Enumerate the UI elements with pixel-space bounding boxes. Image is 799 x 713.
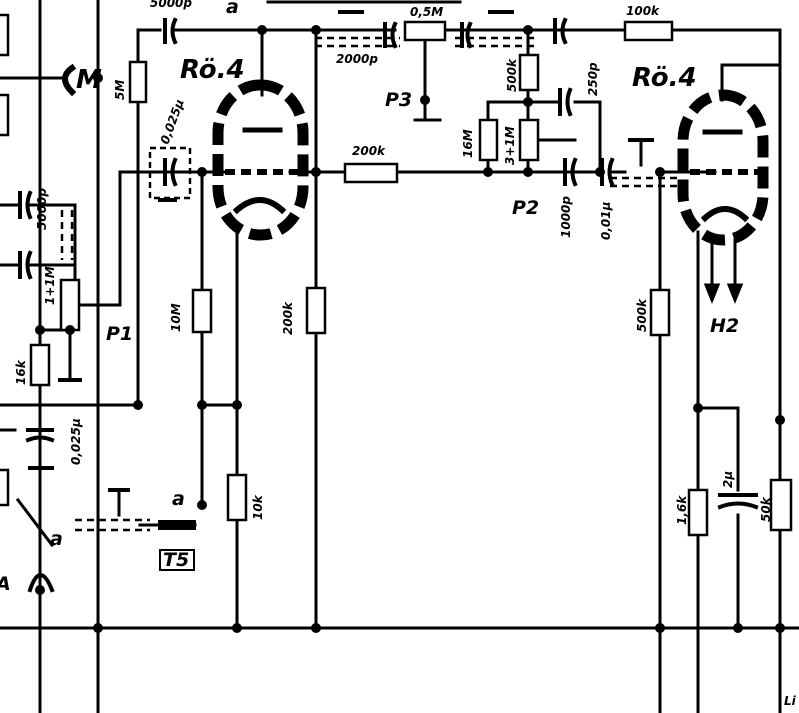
cap-250p-label: 250p xyxy=(586,62,600,96)
edge-mark-A: A xyxy=(0,573,11,595)
res-16k-label: 16k xyxy=(14,359,28,385)
pot-P2-label: P2 xyxy=(512,197,539,219)
tube-left xyxy=(212,79,309,241)
res-1-6k-label: 1,6k xyxy=(675,495,689,525)
heater-H2-label: H2 xyxy=(710,315,739,337)
pot-3-1M-label: 3+1M xyxy=(503,126,517,165)
res-500k-top-label: 500k xyxy=(505,58,519,92)
switch-T5-label: T5 xyxy=(163,549,189,571)
pot-05M xyxy=(403,20,447,42)
res-200k-h xyxy=(343,162,399,184)
pot-05M-label: 0,5M xyxy=(410,5,443,19)
res-10M-label: 10M xyxy=(169,303,183,332)
corner-mark: Li xyxy=(784,694,797,708)
res-16M xyxy=(478,118,499,162)
switch-T5-box xyxy=(159,549,195,571)
res-5M xyxy=(128,60,148,104)
res-10k-label: 10k xyxy=(251,494,265,520)
cap-2u-label: 2µ xyxy=(721,471,735,488)
cap-2000p-label: 2000p xyxy=(336,52,378,66)
res-200k-v xyxy=(305,286,327,335)
cap-0025u-low-label: 0,025µ xyxy=(69,418,83,465)
res-10k xyxy=(226,473,248,522)
cap-top-left-label: 5000p xyxy=(150,0,192,10)
res-500k-top xyxy=(518,53,540,92)
mic-M-label: M xyxy=(76,65,102,95)
res-1-6k xyxy=(687,488,709,537)
res-left-mid xyxy=(0,93,10,137)
pot-1-1M-label: 1+1M xyxy=(43,266,57,305)
tube-right-label: Rö.4 xyxy=(632,63,697,93)
tube-left-label: Rö.4 xyxy=(180,55,245,85)
res-100k-label: 100k xyxy=(626,4,660,18)
cap-1000p-label: 1000p xyxy=(559,196,573,238)
res-200k-v-label: 200k xyxy=(281,301,295,335)
node-a-low-label: a xyxy=(50,528,63,550)
cap-001u-label: 0,01µ xyxy=(599,201,613,240)
res-left-top xyxy=(0,13,10,57)
res-16M-label: 16M xyxy=(461,129,475,158)
res-500k-v-label: 500k xyxy=(635,298,649,332)
res-10M xyxy=(191,288,213,334)
res-left-low xyxy=(0,468,10,507)
tube-right xyxy=(677,89,769,305)
res-50k xyxy=(769,478,793,532)
capacitors xyxy=(18,17,759,510)
node-a-mid-label: a xyxy=(172,488,185,510)
res-5M-label: 5M xyxy=(113,80,127,100)
pot-P1-label: P1 xyxy=(106,323,133,345)
node-a-top-label: a xyxy=(226,0,239,18)
cap-5000p-left-label: 5000p xyxy=(35,188,49,230)
pot-3-1M xyxy=(518,118,540,162)
res-16k xyxy=(29,343,51,387)
res-200k-h-label: 200k xyxy=(352,144,386,158)
misc-parts xyxy=(15,10,654,598)
pot-1-1M xyxy=(59,278,81,332)
res-100k xyxy=(623,20,674,42)
res-500k-v xyxy=(649,288,671,337)
res-50k-label: 50k xyxy=(759,496,773,522)
junctions xyxy=(35,25,785,633)
pot-P3-label: P3 xyxy=(385,89,412,111)
cap-0025u-grid-label: 0,025µ xyxy=(158,97,187,146)
shield-lines xyxy=(60,36,680,532)
resistors xyxy=(0,13,793,537)
